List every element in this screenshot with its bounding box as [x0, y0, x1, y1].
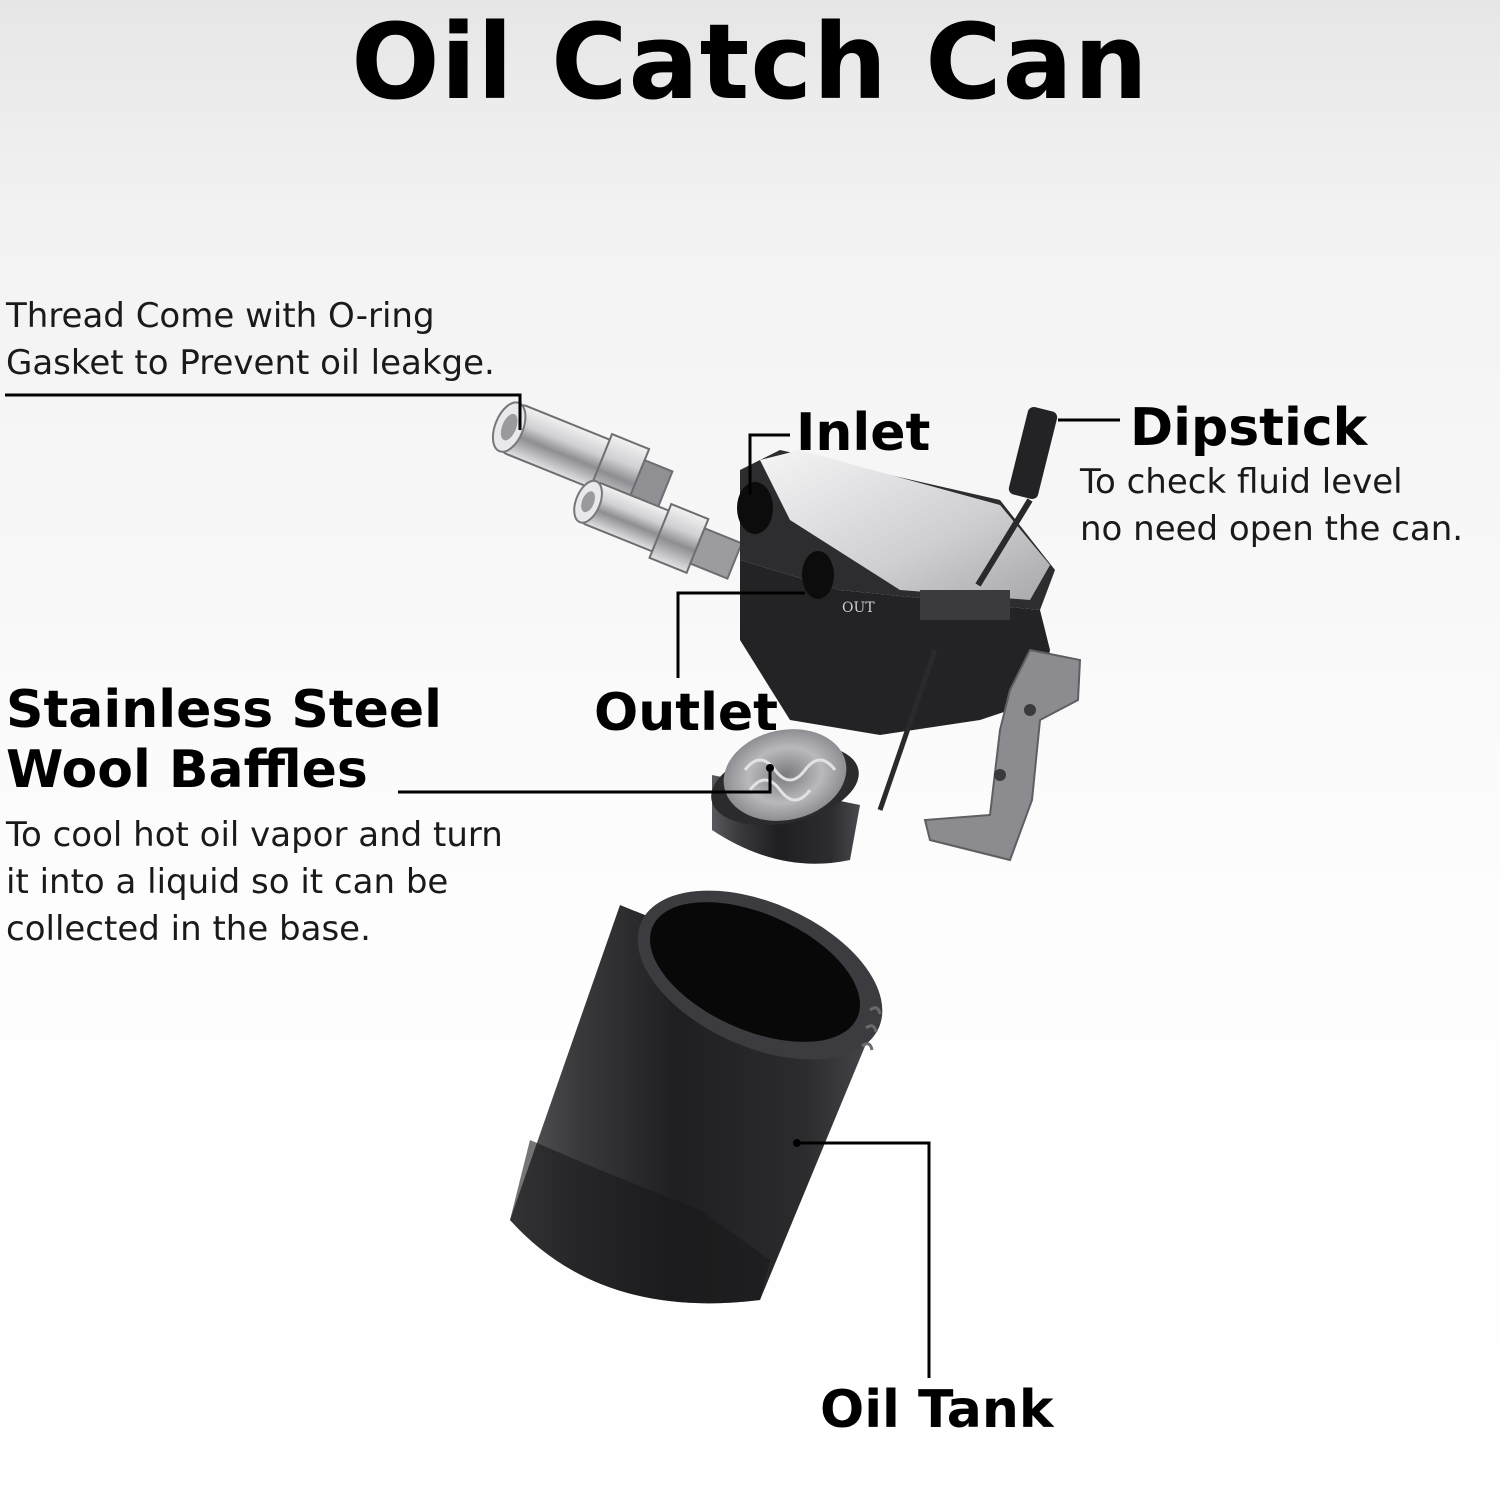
page-title: Oil Catch Can: [351, 1, 1149, 123]
thread-desc-line1: Thread Come with O-ring: [6, 296, 435, 336]
leader-dot-tank: [793, 1139, 801, 1147]
wool-baffle: [711, 729, 860, 864]
dipstick-label: Dipstick: [1130, 398, 1368, 458]
baffles-desc-line3: collected in the base.: [6, 909, 371, 949]
leader-dot-baffles: [766, 764, 774, 772]
baffles-desc-line1: To cool hot oil vapor and turn: [6, 815, 503, 855]
hose-fitting-lower: [573, 479, 743, 580]
oil-tank: [510, 890, 883, 1304]
out-marking: OUT: [842, 600, 875, 616]
leader-baffles: [398, 770, 772, 794]
mounting-bracket: [923, 648, 1082, 862]
leader-inlet: [748, 433, 790, 495]
baffles-desc-line2: it into a liquid so it can be: [6, 862, 449, 902]
thread-desc-line2: Gasket to Prevent oil leakge.: [6, 343, 495, 383]
can-head: OUT: [737, 450, 1055, 735]
leader-thread: [5, 393, 522, 430]
dipstick-desc-line1: To check fluid level: [1080, 462, 1403, 502]
dipstick-desc-line2: no need open the can.: [1080, 509, 1464, 549]
baffles-label-line2: Wool Baffles: [6, 740, 368, 800]
outlet-label: Outlet: [594, 683, 779, 743]
oil-tank-label: Oil Tank: [820, 1380, 1054, 1440]
baffles-label-line1: Stainless Steel: [6, 680, 443, 740]
leader-outlet: [676, 591, 805, 678]
dipstick: [877, 406, 1058, 811]
leader-tank: [797, 1141, 931, 1378]
inlet-label: Inlet: [796, 403, 931, 463]
leader-lines: [5, 393, 1120, 1378]
